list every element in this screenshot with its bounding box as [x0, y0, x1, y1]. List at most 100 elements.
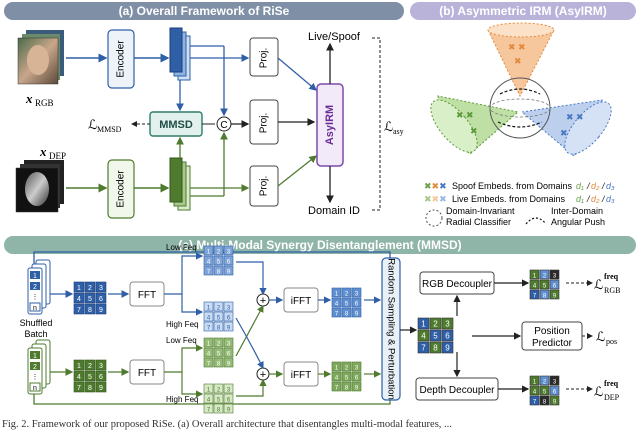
svg-text:8: 8: [217, 408, 221, 414]
svg-text:1: 1: [335, 366, 339, 372]
svg-text:6: 6: [553, 284, 557, 290]
svg-text:2: 2: [433, 320, 438, 329]
l-freq-dep-sup: freq: [604, 379, 619, 388]
svg-text:5: 5: [543, 284, 547, 290]
svg-text:4: 4: [335, 376, 339, 382]
live-spoof-label: Live/Spoof: [308, 31, 361, 43]
l-freq-rgb-sup: freq: [604, 272, 619, 281]
svg-text:8: 8: [543, 400, 547, 406]
l-freq-rgb-sub: RGB: [604, 286, 620, 295]
asyirm-label: AsyIRM: [324, 105, 336, 145]
high-freq-bottom-label: High Feq: [166, 395, 198, 404]
rgb-image-stack: [17, 30, 64, 85]
batch-n-top: n: [33, 305, 37, 312]
svg-text:9: 9: [553, 294, 557, 300]
fft-top-label: FFT: [138, 290, 156, 301]
svg-text:5: 5: [217, 398, 221, 404]
depth-feature-stack: [169, 157, 191, 211]
legend-live-domains: d₁ / d₂ / d₃: [576, 194, 615, 204]
svg-text:7: 7: [335, 312, 339, 318]
svg-text:6: 6: [227, 260, 231, 266]
panel-c-title: (c) Multi-Modal Synergy Disentanglement …: [4, 236, 636, 254]
proj-box-1: [249, 37, 279, 77]
svg-text:/: /: [586, 181, 591, 191]
svg-text:8: 8: [217, 270, 221, 276]
svg-text:3: 3: [553, 274, 557, 280]
svg-text:8: 8: [345, 386, 349, 392]
l-pos: ℒ: [596, 329, 605, 344]
random-sampling-label: Random Sampling & Perturbation: [385, 258, 396, 400]
svg-text:✖ ✖: ✖ ✖: [566, 112, 584, 122]
svg-text:5: 5: [433, 332, 438, 341]
svg-text:9: 9: [227, 326, 231, 332]
svg-text:5: 5: [217, 316, 221, 322]
svg-text:5: 5: [345, 376, 349, 382]
svg-text:2: 2: [88, 285, 92, 292]
svg-text:✖ ✖: ✖ ✖: [508, 42, 526, 52]
svg-text:✖: ✖: [470, 126, 478, 136]
svg-text:5: 5: [88, 374, 92, 381]
rgb-decoupler-label: RGB Decoupler: [422, 279, 493, 290]
svg-text:5: 5: [217, 260, 221, 266]
svg-text:4: 4: [207, 260, 211, 266]
svg-text:+: +: [260, 369, 266, 381]
svg-text:1: 1: [33, 353, 37, 360]
svg-text:4: 4: [533, 284, 537, 290]
svg-text:9: 9: [227, 270, 231, 276]
svg-text:2: 2: [217, 342, 221, 348]
svg-text:✖ ✖: ✖ ✖: [456, 110, 474, 120]
legend-spoof-marks: ✖✖✖: [424, 181, 447, 191]
figure-caption: Fig. 2. Framework of our proposed RiSe. …: [2, 419, 452, 430]
svg-text:d₁: d₁: [576, 194, 584, 204]
svg-text:7: 7: [207, 362, 211, 368]
radial-classifier-icon: [425, 209, 443, 227]
svg-text:8: 8: [345, 312, 349, 318]
concat-label: C: [220, 120, 227, 131]
svg-text:3: 3: [227, 388, 231, 394]
svg-text:4: 4: [207, 398, 211, 404]
svg-text:8: 8: [433, 344, 438, 353]
svg-text:1: 1: [77, 363, 81, 370]
low-freq-top-label: Low Feq: [166, 243, 197, 252]
svg-text:2: 2: [217, 306, 221, 312]
svg-text:6: 6: [445, 332, 450, 341]
svg-text:d₃: d₃: [606, 181, 615, 191]
svg-text:3: 3: [355, 292, 359, 298]
legend-radial-1: Domain-Invariant: [446, 206, 515, 216]
l-freq-rgb: ℒ: [594, 277, 603, 292]
high-freq-top-label: High Feq: [166, 320, 198, 329]
legend-live-marks: ✖✖✖: [424, 194, 447, 204]
proj-label-1: Proj.: [259, 48, 270, 69]
proj-label-2: Proj.: [259, 113, 270, 134]
svg-text:1: 1: [33, 273, 37, 280]
legend-push-1: Inter-Domain: [551, 206, 603, 216]
encoder-top-label: Encoder: [116, 40, 127, 78]
svg-text:/: /: [586, 194, 591, 204]
svg-text:/: /: [601, 181, 606, 191]
fft-bottom-label: FFT: [138, 368, 156, 379]
svg-text:6: 6: [355, 376, 359, 382]
svg-text:4: 4: [77, 374, 81, 381]
angular-push-icon: [525, 217, 547, 225]
svg-text:8: 8: [217, 326, 221, 332]
svg-text:6: 6: [99, 374, 103, 381]
position-predictor-label-2: Predictor: [532, 338, 573, 349]
svg-text:7: 7: [77, 307, 81, 314]
svg-text:3: 3: [227, 250, 231, 256]
svg-text:6: 6: [355, 302, 359, 308]
svg-text:3: 3: [227, 342, 231, 348]
svg-text:7: 7: [77, 385, 81, 392]
svg-text:8: 8: [543, 294, 547, 300]
svg-text:3: 3: [227, 306, 231, 312]
mmsd-label: MMSD: [159, 119, 193, 131]
svg-text:1: 1: [207, 342, 211, 348]
svg-text:d₁: d₁: [576, 181, 584, 191]
svg-text:⋮: ⋮: [32, 294, 39, 301]
encoder-bottom-box: [107, 159, 135, 219]
svg-text:/: /: [601, 194, 606, 204]
